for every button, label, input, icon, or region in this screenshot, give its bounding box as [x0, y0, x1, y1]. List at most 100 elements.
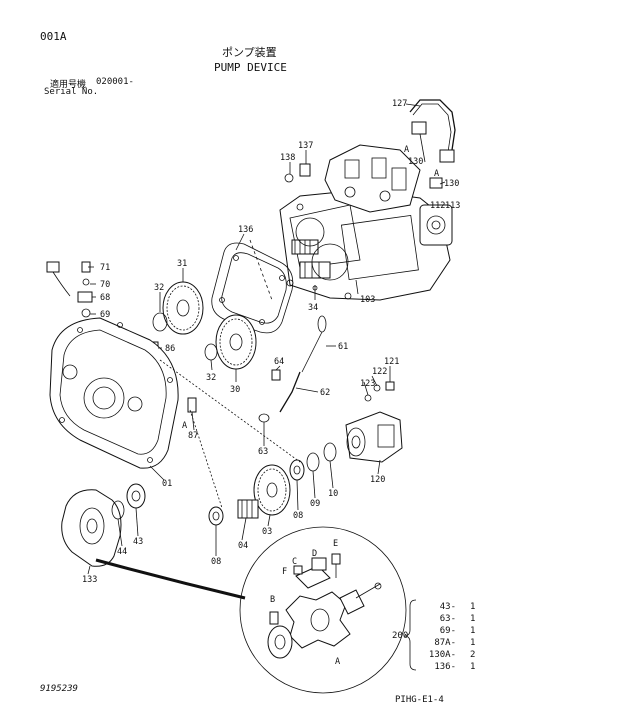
kit-row: 43- 1: [422, 602, 476, 612]
callout-123: 123: [360, 379, 375, 389]
callout-71: 71: [100, 263, 110, 273]
callout-137: 137: [298, 141, 313, 151]
callout-32-lower: 32: [206, 373, 216, 383]
serial-value: 020001-: [96, 77, 134, 87]
serial-label-english: Serial No.: [44, 87, 99, 97]
kit-part: 43-: [439, 602, 456, 612]
callout-138: 138: [280, 153, 295, 163]
kit-part: 69-: [439, 626, 456, 636]
callout-44: 44: [117, 547, 127, 557]
fitting-130-lower: [429, 177, 443, 189]
callout-113: 113: [445, 201, 460, 211]
screw-B: [269, 611, 279, 625]
callout-112: 112: [430, 201, 445, 211]
callout-D: D: [312, 549, 317, 559]
level-gauge-61: [301, 315, 327, 373]
callout-A-detail: A: [335, 657, 340, 667]
washer-122: [373, 384, 381, 392]
callout-E: E: [333, 539, 338, 549]
bearing-32-upper: [152, 312, 168, 332]
callout-09: 09: [310, 499, 320, 509]
plug-87: [187, 397, 197, 413]
bearing-08-lower: [208, 506, 224, 526]
callout-10: 10: [328, 489, 338, 499]
kit-part: 63-: [439, 614, 456, 624]
detail-leader: [95, 558, 246, 600]
coupling-element-A: [285, 591, 351, 649]
pump-assembly-103: [279, 144, 453, 301]
callout-127: 127: [392, 99, 407, 109]
page-code: 001A: [40, 30, 67, 43]
gear-30: [215, 314, 257, 370]
callout-62: 62: [320, 388, 330, 398]
hub-A-right: [339, 582, 382, 615]
o-ring-138: [284, 173, 294, 183]
callout-A-left: A: [182, 421, 187, 431]
gear-31: [162, 281, 204, 335]
kit-number: 200: [392, 631, 409, 641]
sensor-assembly: [46, 261, 93, 318]
kit-qty: 1: [470, 638, 476, 648]
snap-ring-10: [323, 442, 337, 462]
bearing-32-lower: [204, 343, 218, 361]
shaft-04: [237, 499, 259, 519]
gear-housing-01: [49, 317, 179, 469]
title-japanese: ポンプ装置: [222, 46, 277, 59]
kit-part: 87A-: [434, 638, 456, 648]
plug-137: [299, 163, 311, 177]
clamp-64: [271, 369, 281, 381]
callout-64: 64: [274, 357, 284, 367]
kit-qty: 1: [470, 662, 476, 672]
callout-61: 61: [338, 342, 348, 352]
kit-qty: 2: [470, 650, 476, 660]
kit-qty: 1: [470, 614, 476, 624]
callout-133: 133: [82, 575, 97, 585]
callout-136: 136: [238, 225, 253, 235]
hub-B: [267, 625, 293, 659]
callout-08-upper: 08: [293, 511, 303, 521]
gasket-136: [211, 242, 294, 334]
callout-86: 86: [165, 344, 175, 354]
serial-label-japanese: 適用号機: [50, 80, 87, 90]
callout-103: 103: [360, 295, 375, 305]
callout-122: 122: [372, 367, 387, 377]
callout-32-upper: 32: [154, 283, 164, 293]
kit-row: 136- 1: [422, 662, 475, 672]
leader-lines: [87, 103, 446, 575]
kit-row: 130A- 2: [422, 650, 476, 660]
callout-130-right: 130: [444, 179, 459, 189]
coupling-133: [61, 489, 122, 567]
kit-row: 87A- 1: [422, 638, 475, 648]
kit-row: 63- 1: [422, 614, 476, 624]
detail-circle: [239, 526, 407, 694]
ring-09: [306, 452, 320, 472]
callout-63: 63: [258, 447, 268, 457]
callout-120: 120: [370, 475, 385, 485]
drawing-number: 9195239: [40, 684, 78, 694]
block-D: [311, 557, 327, 571]
bolt-E: [331, 553, 341, 578]
pipe-127: [409, 99, 456, 151]
o-ring-123: [364, 394, 372, 402]
callout-69: 69: [100, 310, 110, 320]
clamp-63: [258, 413, 270, 423]
callout-C: C: [292, 557, 297, 567]
pipe-62: [279, 371, 301, 413]
callout-A-right: A: [434, 169, 439, 179]
callout-03: 03: [262, 527, 272, 537]
kit-bracket: [403, 599, 417, 671]
title-english: PUMP DEVICE: [214, 61, 287, 74]
kit-row: 69- 1: [422, 626, 476, 636]
elbow-fitting-130b: [439, 149, 455, 163]
kit-part: 136-: [434, 662, 456, 672]
callout-68: 68: [100, 293, 110, 303]
callout-70: 70: [100, 280, 110, 290]
gear-pump-120: [345, 411, 403, 463]
kit-qty: 1: [470, 626, 476, 636]
bolt-121: [385, 381, 395, 391]
callout-08-lower: 08: [211, 557, 221, 567]
callout-A-upper: A: [404, 145, 409, 155]
callout-130-upper: 130: [408, 157, 423, 167]
callout-F: F: [282, 567, 287, 577]
